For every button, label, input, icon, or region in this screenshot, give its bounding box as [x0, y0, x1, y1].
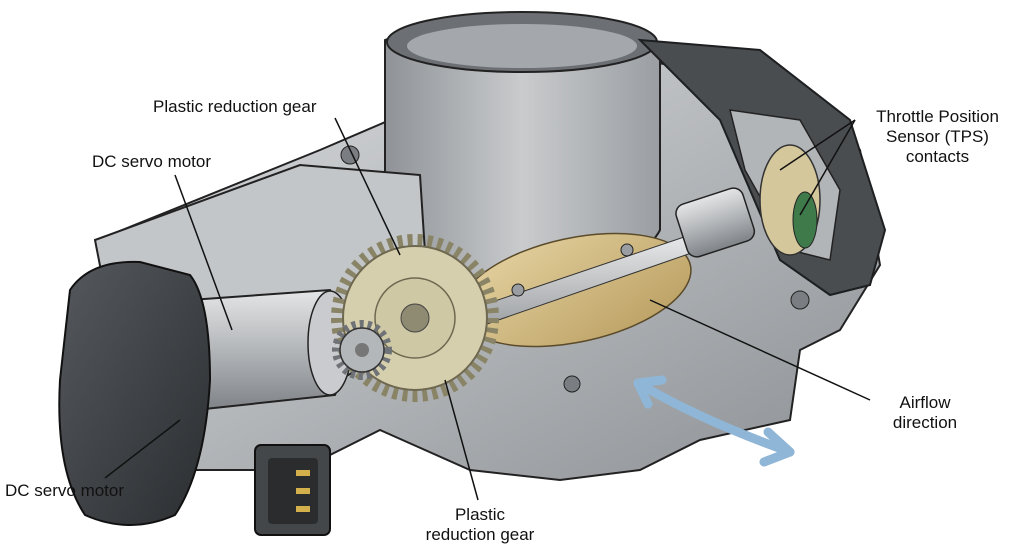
- label-line: Sensor (TPS): [886, 127, 989, 146]
- leader-tps-contacts-2: [799, 119, 856, 216]
- mounting-hole: [563, 375, 581, 393]
- leader-airflow: [649, 299, 871, 401]
- label-line: Plastic: [454, 505, 506, 524]
- label-line: reduction gear: [425, 525, 535, 544]
- label-line: direction: [892, 413, 958, 432]
- label-reduction-gear-top: Plastic reduction gear: [153, 97, 317, 116]
- label-reduction-gear-bottom: Plastic reduction gear: [405, 505, 555, 545]
- label-airflow: Airflow direction: [870, 393, 980, 433]
- plate-screw: [511, 283, 525, 297]
- connector-pin: [296, 506, 310, 512]
- plate-screw: [620, 243, 634, 257]
- motor-end-cap: [58, 260, 212, 526]
- label-servo-motor-top: DC servo motor: [92, 152, 212, 171]
- airflow-arrow: [633, 378, 795, 457]
- mounting-hole: [790, 290, 810, 310]
- label-tps-contacts: Throttle Position Sensor (TPS) contacts: [855, 107, 1020, 167]
- leader-reduction-gear-bottom: [444, 379, 479, 501]
- label-line: Airflow: [899, 393, 951, 412]
- label-line: contacts: [905, 147, 970, 166]
- connector-pin: [296, 488, 310, 494]
- label-line: Throttle Position: [876, 107, 999, 126]
- leader-reduction-gear-top: [334, 117, 401, 256]
- connector-pin: [296, 470, 310, 476]
- shaft-bearing: [675, 187, 756, 258]
- leader-servo-motor-top: [174, 174, 233, 331]
- small-pinion-gear: [332, 320, 392, 380]
- label-servo-motor-bottom: DC servo motor: [5, 481, 125, 500]
- leader-servo-motor-bottom: [104, 419, 181, 479]
- leader-tps-contacts-1: [779, 119, 856, 171]
